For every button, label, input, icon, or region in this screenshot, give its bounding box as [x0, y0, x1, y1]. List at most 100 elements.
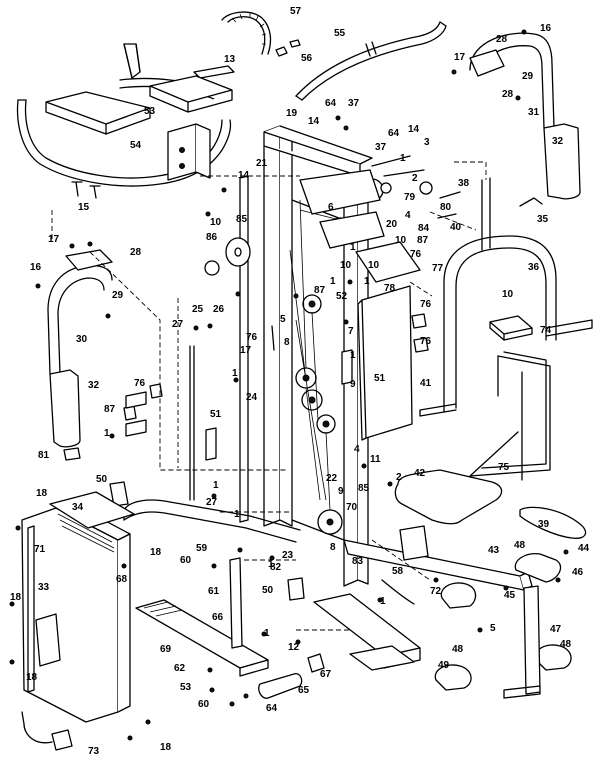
callout-c18c: 18	[10, 592, 22, 603]
callout-c76e: 76	[134, 378, 146, 389]
part-39-cable	[519, 506, 587, 539]
callout-c18b: 18	[150, 547, 162, 558]
callout-c71: 71	[34, 544, 46, 555]
drawing-linework	[9, 11, 593, 751]
callout-c5b: 5	[490, 623, 496, 634]
callout-c1k: 1	[380, 596, 386, 607]
callout-c38: 38	[458, 178, 470, 189]
callout-c16a: 16	[540, 23, 552, 34]
callout-c87b: 87	[314, 285, 326, 296]
part-24-guide-rod	[189, 345, 195, 501]
callout-c87c: 87	[104, 404, 116, 415]
callout-c32b: 32	[88, 380, 100, 391]
callout-c76b: 76	[420, 299, 432, 310]
part-55-lat-bar	[295, 21, 447, 101]
callout-c75: 75	[498, 462, 510, 473]
callout-c85a: 85	[236, 214, 248, 225]
callout-c14a: 14	[308, 116, 320, 127]
callout-c19: 19	[286, 108, 298, 119]
part-5-rod	[271, 325, 275, 351]
callout-c80: 80	[440, 202, 452, 213]
callout-c36: 36	[528, 262, 540, 273]
callout-c68: 68	[116, 574, 128, 585]
part-51-bracket-b	[205, 427, 217, 461]
callout-c27a: 27	[172, 319, 184, 330]
callout-c55: 55	[334, 28, 346, 39]
callout-c48b: 48	[452, 644, 464, 655]
callout-c1d: 1	[330, 276, 336, 287]
callout-c10e: 10	[502, 289, 514, 300]
part-61-post	[229, 557, 243, 649]
callout-c76d: 76	[420, 336, 432, 347]
part-53-arm-pad-right	[149, 75, 233, 113]
callout-c12: 12	[288, 642, 300, 653]
part-41-back-pad	[357, 285, 413, 441]
callout-c51b: 51	[210, 409, 222, 420]
callout-c47: 47	[550, 624, 562, 635]
callout-c49: 49	[438, 660, 450, 671]
callout-c72: 72	[430, 586, 442, 597]
part-32-grip-right	[543, 123, 581, 200]
callout-c16b: 16	[30, 262, 42, 273]
part-74-pad	[489, 315, 533, 341]
callout-c37b: 37	[375, 142, 387, 153]
callout-c1f: 1	[232, 368, 238, 379]
callout-c28c: 28	[130, 247, 142, 258]
callout-c18a: 18	[36, 488, 48, 499]
callout-c87a: 87	[417, 235, 429, 246]
callout-c8b: 8	[330, 542, 336, 553]
callout-c53: 53	[144, 106, 156, 117]
callout-c50b: 50	[262, 585, 274, 596]
callout-c1j: 1	[268, 559, 274, 570]
callout-c1e: 1	[350, 350, 356, 361]
callout-c76c: 76	[246, 332, 258, 343]
callout-c76a: 76	[410, 249, 422, 260]
callout-c84: 84	[418, 223, 430, 234]
callout-c10d: 10	[368, 260, 380, 271]
callout-c41: 41	[420, 378, 432, 389]
part-36-press-arm	[419, 177, 593, 417]
callout-c57a: 57	[290, 6, 302, 17]
callout-c27b: 27	[206, 497, 218, 508]
callout-c23: 23	[282, 550, 294, 561]
callout-c2b: 2	[396, 472, 402, 483]
part-42-seat	[394, 469, 503, 525]
callout-c64b: 64	[388, 128, 400, 139]
cable-routing	[289, 199, 341, 511]
callout-c5a: 5	[280, 314, 286, 325]
callout-c6: 6	[328, 202, 334, 213]
callout-c58: 58	[392, 566, 404, 577]
part-6-pulley-bracket	[299, 155, 461, 283]
callout-c37a: 37	[348, 98, 360, 109]
part-73-power-adapter	[51, 729, 73, 751]
callout-c25: 25	[192, 304, 204, 315]
callout-c13: 13	[224, 54, 236, 65]
callout-c21: 21	[256, 158, 268, 169]
part-53-arm-pad-left	[45, 91, 151, 135]
part-32-grip-left	[49, 369, 81, 448]
callout-c45: 45	[504, 590, 516, 601]
callout-c29b: 29	[112, 290, 124, 301]
part-21-rail	[239, 175, 249, 523]
callout-c11: 11	[370, 454, 381, 465]
callout-c4a: 4	[405, 210, 411, 221]
part-48-roller-b	[440, 582, 477, 609]
callout-c10a: 10	[210, 217, 222, 228]
callout-c61: 61	[208, 586, 220, 597]
callout-c69: 69	[160, 644, 172, 655]
callout-c50a: 50	[96, 474, 108, 485]
part-87-plates	[125, 391, 147, 437]
callout-c1i: 1	[234, 509, 240, 520]
callout-c22: 22	[326, 473, 338, 484]
callout-c35: 35	[537, 214, 549, 225]
callout-c66: 66	[212, 612, 224, 623]
part-35-pin	[519, 197, 543, 207]
callout-c14b: 14	[408, 124, 420, 135]
callout-c18d: 18	[26, 672, 38, 683]
part-51-bracket	[341, 349, 353, 385]
callout-c20: 20	[386, 219, 398, 230]
callout-c28a: 28	[496, 34, 508, 45]
callout-c64c: 64	[266, 703, 278, 714]
callout-c67: 67	[320, 669, 332, 680]
